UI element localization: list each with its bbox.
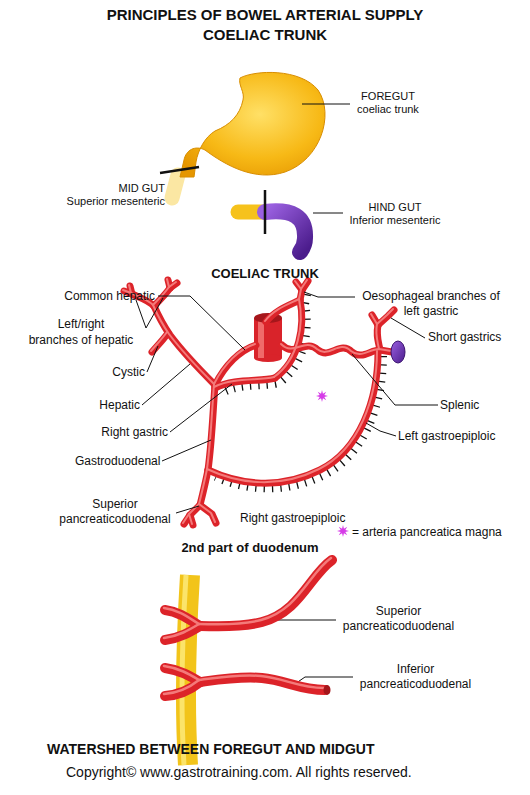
legend-note: = arteria pancreatica magna [352,525,527,539]
leader-line [170,384,232,432]
artery-label: branches of hepatic [16,333,146,347]
artery-label: Right gastric [68,425,168,439]
spleen-shape [391,341,405,363]
artery-label: Inferior pancreaticoduodenal [353,662,478,692]
magna-star [337,525,349,537]
magna-star [316,390,328,402]
diagram-title: PRINCIPLES OF BOWEL ARTERIAL SUPPLY COEL… [85,5,445,45]
artery-label: Inferior mesenteric [345,214,445,227]
artery-label: Right gastroepiploic [240,511,370,525]
division-bar [160,167,199,173]
section-heading: WATERSHED BETWEEN FOREGUT AND MIDGUT [47,741,517,758]
artery-label: coeliac trunk [348,103,428,116]
leader-line [162,440,211,461]
branch-ticks [216,356,382,487]
region-label: 2nd part of duodenum [160,540,340,556]
leader-line [147,346,158,372]
vessel-opening [324,685,331,695]
artery-label: Cystic [85,365,145,379]
hindgut-tube [265,211,305,252]
leader-line [366,423,396,436]
leader-line [352,354,438,405]
aorta-highlight [258,320,264,358]
region-label: HIND GUT [345,201,445,214]
leader-line [176,506,199,513]
region-label: MID GUT [58,182,165,195]
leader-line [272,620,336,621]
leader-line [142,364,190,405]
leader-line [313,213,343,214]
artery-label: Common hepatic [15,289,155,303]
artery-label: Oesophageal branches of left gastric [356,289,506,319]
leader-line [304,292,355,297]
artery-label: Superior mesenteric [58,195,165,208]
artery-label: Gastroduodenal [75,454,175,468]
artery-label: Short gastrics [428,330,523,344]
artery-label: Hepatic [80,398,140,412]
midgut-tube [172,175,178,198]
region-label: FOREGUT [348,90,428,103]
stomach-shape [180,72,325,177]
artery-highlight [123,279,393,524]
leader-line [302,104,350,105]
artery-label: Left gastroepiploic [398,429,523,443]
division-bar [264,190,267,234]
copyright-note: Copyright© www.gastrotraining.com. All r… [66,764,526,781]
artery-vessels [124,280,394,525]
section-heading: COELIAC TRUNK [165,266,365,282]
leader-line [391,318,425,338]
artery-label: Superior pancreaticoduodenal [336,604,461,634]
artery-label: Left/right [16,317,146,331]
artery-highlight [164,558,331,694]
leader-line [158,296,245,350]
leader-line [136,300,146,328]
artery-label: Superior pancreaticoduodenal [55,497,175,527]
artery-label: Splenic [440,398,510,412]
